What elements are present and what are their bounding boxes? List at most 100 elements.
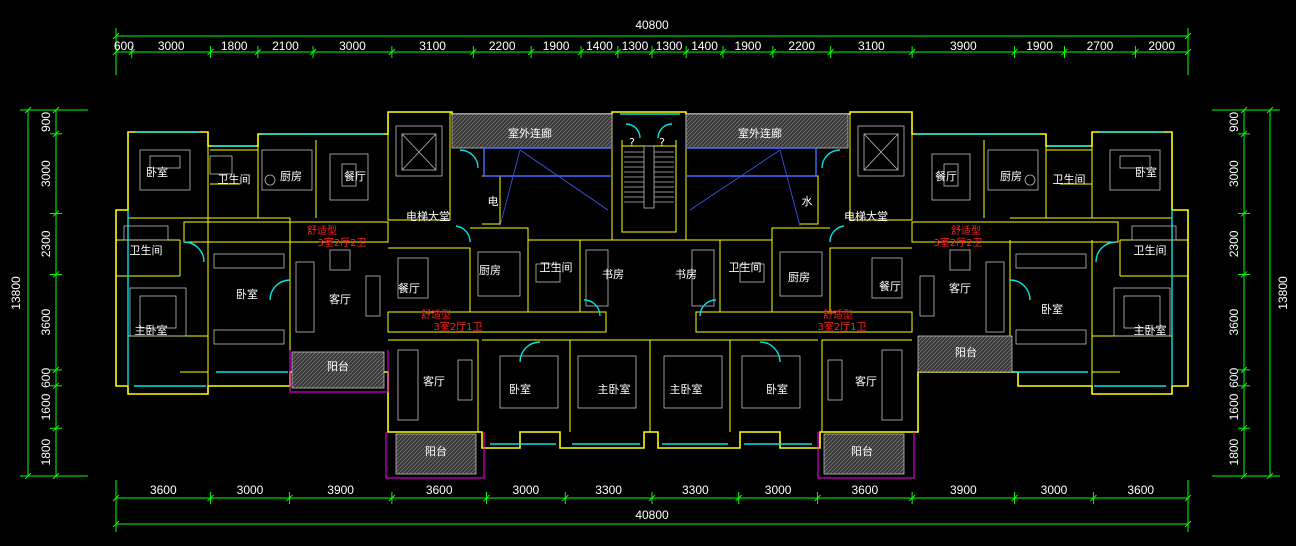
bottom-segment-label: 3600	[426, 483, 453, 497]
room-bedroom-ur: 卧室	[1135, 165, 1157, 179]
room-bath-ul: 卫生间	[218, 172, 251, 186]
balcony-cr-hatch	[823, 433, 905, 475]
top-segment-label: 1900	[1026, 39, 1053, 53]
furniture	[123, 149, 1177, 421]
bottom-segment-label: 3000	[765, 483, 792, 497]
tag-cr-spec: 3室2厅1卫	[817, 320, 866, 333]
room-corridor-left: 室外连廊	[508, 126, 552, 140]
elevator-right	[857, 125, 905, 177]
room-bath-ml: 卫生间	[130, 243, 163, 257]
top-segment-label: 1300	[622, 39, 649, 53]
elevator-left	[395, 125, 443, 177]
room-balcony-cl: 阳台	[425, 444, 447, 458]
room-water: 水	[802, 195, 813, 208]
room-study-cr: 书房	[675, 268, 697, 281]
left-segment-label: 1600	[39, 393, 53, 420]
right-tick-slash	[1240, 106, 1248, 114]
left-segment-label: 2300	[39, 230, 53, 257]
overall-tick	[24, 106, 32, 114]
top-segment-label: 2200	[788, 39, 815, 53]
overall-tick	[1266, 472, 1274, 480]
bottom-tick-slash	[1011, 494, 1018, 502]
room-living-cr: 客厅	[855, 374, 877, 388]
bottom-segment-label: 3000	[237, 483, 264, 497]
bottom-tick-slash	[814, 494, 821, 502]
overall-tick	[1266, 106, 1274, 114]
corridor-right-hatch	[685, 113, 849, 149]
top-overall-label: 40800	[635, 18, 669, 32]
top-segment-label: 3000	[339, 39, 366, 53]
top-tick-slash	[719, 48, 727, 56]
top-segment-label: 600	[114, 39, 134, 53]
top-tick-slash	[769, 48, 777, 56]
top-segment-label: 1900	[735, 39, 762, 53]
room-bedroom-ul: 卧室	[146, 165, 168, 179]
overall-tick	[112, 520, 120, 528]
left-tick-slash	[52, 210, 60, 217]
left-tick-slash	[52, 130, 60, 138]
room-living-cl: 客厅	[423, 374, 445, 388]
room-bath-ur: 卫生间	[1053, 172, 1086, 186]
room-bedroom-cl: 卧室	[509, 382, 531, 396]
left-segment-label: 1800	[39, 438, 53, 465]
room-dining-ul: 餐厅	[344, 169, 366, 183]
room-kitchen-cl: 厨房	[479, 264, 501, 277]
left-tick-slash	[52, 382, 60, 390]
room-master-ll: 主卧室	[135, 323, 168, 337]
left-segment-label: 3600	[39, 309, 53, 336]
outer-wall	[115, 111, 1189, 449]
tag-right-type: 舒适型	[951, 224, 981, 237]
left-corridor-band	[183, 221, 389, 243]
bottom-tick-slash	[561, 494, 569, 502]
corridor-left-hatch	[451, 113, 613, 149]
top-tick-slash	[1011, 48, 1018, 56]
top-segment-label: 2100	[272, 39, 299, 53]
balcony-ll-hatch	[291, 351, 385, 389]
room-bath-cl: 卫生间	[540, 260, 573, 274]
top-segment-label: 1800	[221, 39, 248, 53]
overall-tick	[1184, 520, 1192, 528]
right-tick-slash	[1240, 130, 1248, 138]
top-segment-label: 2700	[1087, 39, 1114, 53]
top-tick-slash	[648, 48, 656, 56]
top-tick-slash	[908, 48, 916, 56]
room-kitchen-ul: 厨房	[280, 170, 302, 183]
room-bath-mr: 卫生间	[1134, 243, 1167, 257]
top-segment-label: 1400	[691, 39, 718, 53]
bottom-tick-slash	[388, 494, 396, 502]
room-study-cl: 书房	[602, 268, 624, 281]
room-bath-cr: 卫生间	[729, 260, 762, 274]
bottom-segment-label: 3600	[150, 483, 177, 497]
right-tick-slash	[1240, 271, 1248, 278]
room-dining-ur: 餐厅	[935, 169, 957, 183]
bottom-segment-label: 3900	[327, 483, 354, 497]
room-kitchen-cr: 厨房	[788, 271, 810, 284]
top-tick-slash	[128, 48, 136, 56]
top-segment-label: 3000	[158, 39, 185, 53]
top-segment-label: 1900	[543, 39, 570, 53]
unit-tags: 舒适型 3室2厅2卫 舒适型 3室2厅1卫 舒适型 3室2厅1卫 舒适型 3室2…	[307, 224, 983, 333]
balcony-ll-rail	[289, 350, 389, 393]
building-walls	[115, 111, 1189, 449]
bottom-tick-slash	[112, 494, 120, 502]
tag-right-spec: 3室2厅2卫	[933, 236, 982, 249]
room-balcony-ll: 阳台	[327, 359, 349, 373]
bottom-tick-slash	[1184, 494, 1192, 502]
right-tick-slash	[1240, 382, 1248, 390]
room-bedroom-ml: 卧室	[236, 287, 258, 301]
top-tick-slash	[469, 48, 477, 56]
balcony-cl-rail	[385, 432, 485, 479]
bottom-segment-label: 3300	[595, 483, 622, 497]
room-living-mr: 客厅	[949, 281, 971, 295]
bottom-segment-label: 3300	[682, 483, 709, 497]
room-dining-cr: 餐厅	[879, 279, 901, 293]
room-balcony-cr: 阳台	[851, 444, 873, 458]
right-segment-label: 600	[1227, 368, 1241, 388]
left-overall-label: 13800	[9, 276, 23, 310]
top-segment-label: 2200	[489, 39, 516, 53]
right-segment-label: 3000	[1227, 160, 1241, 187]
